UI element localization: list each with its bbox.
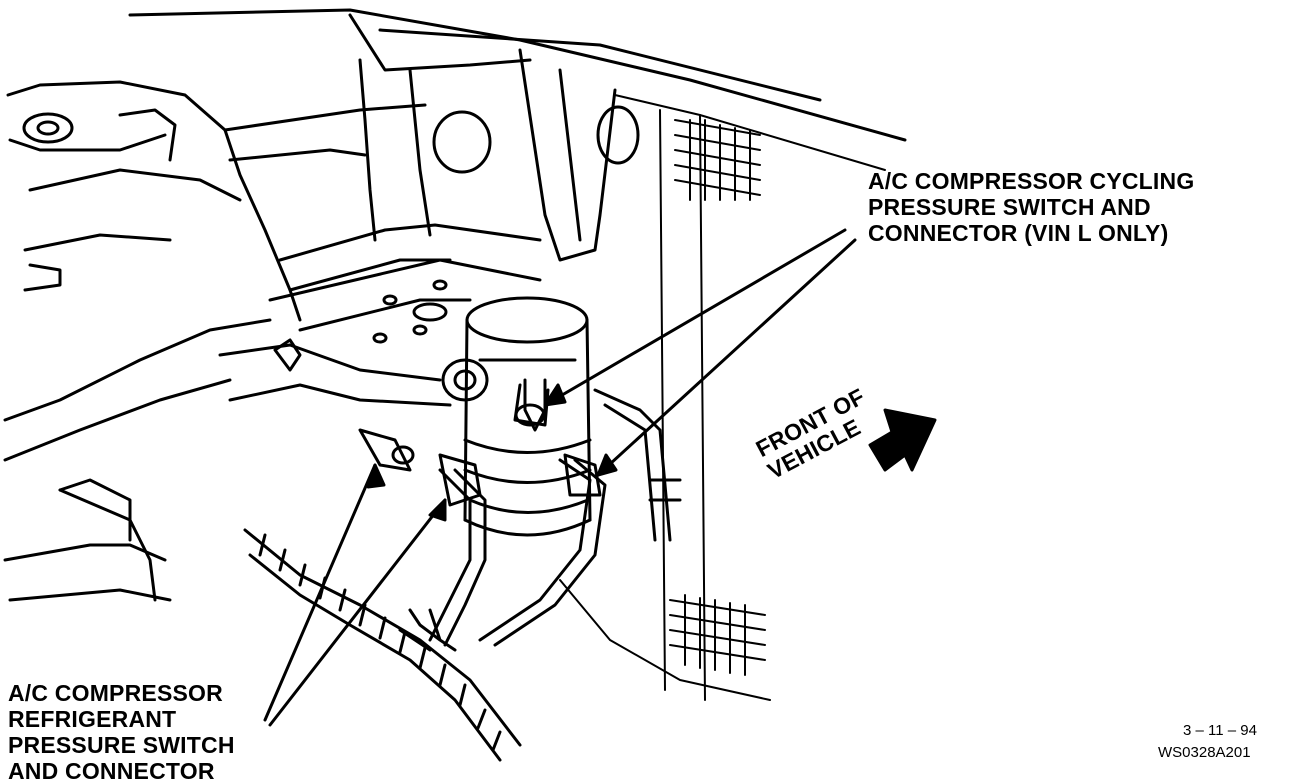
front-direction-arrow-icon <box>868 408 937 472</box>
accumulator <box>463 296 592 537</box>
figure-id: WS0328A201 <box>1158 744 1251 761</box>
battery-tray <box>268 258 542 344</box>
wiring-harness <box>243 453 607 762</box>
refrigerant-line-left <box>218 338 489 407</box>
refrigerant-label-line-4: AND CONNECTOR <box>8 758 215 784</box>
cycling-switch-label: A/C COMPRESSOR CYCLING PRESSURE SWITCH A… <box>868 168 1194 246</box>
cycling-label-line-2: PRESSURE SWITCH AND <box>868 194 1151 220</box>
refrigerant-label-line-3: PRESSURE SWITCH <box>8 732 235 758</box>
refrigerant-label-line-1: A/C COMPRESSOR <box>8 680 223 706</box>
radiator-support <box>128 8 907 292</box>
refrigerant-label-line-2: REFRIGERANT <box>8 706 177 732</box>
strut-tower <box>3 80 302 602</box>
refrigerant-switch-label: A/C COMPRESSOR REFRIGERANT PRESSURE SWIT… <box>8 680 235 784</box>
cycling-label-line-1: A/C COMPRESSOR CYCLING <box>868 168 1195 194</box>
leader-lines <box>263 228 857 727</box>
radiator-core <box>559 94 886 701</box>
cycling-switch <box>513 383 550 427</box>
figure-date: 3 – 11 – 94 <box>1183 722 1257 739</box>
cycling-label-line-3: CONNECTOR (VIN L ONLY) <box>868 220 1169 246</box>
refrigerant-switch <box>358 428 415 472</box>
